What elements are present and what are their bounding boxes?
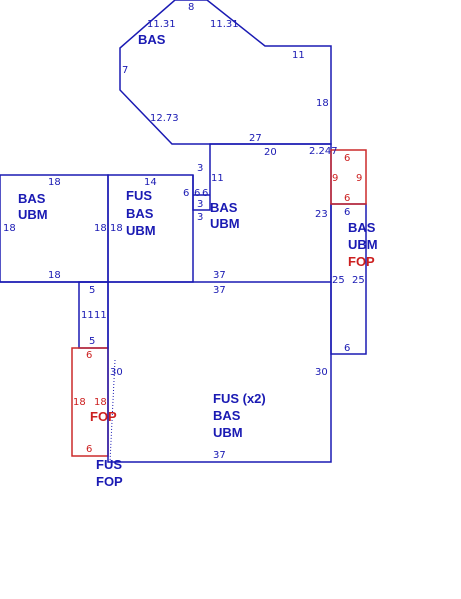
area-main-lower-line-3: UBM: [213, 425, 243, 440]
dashed-guide-line: [109, 359, 116, 463]
right-red-box-outline: [330, 149, 367, 205]
dim-label: 7: [122, 65, 128, 76]
main-lower-outline: [107, 282, 332, 463]
dim-label: 6: [344, 343, 350, 354]
dim-label: 18: [94, 223, 107, 234]
dim-label: 18: [316, 98, 329, 109]
area-bottom-left-line-2: FOP: [96, 474, 123, 489]
area-fus-middle-line-2: BAS: [126, 206, 154, 221]
dim-label: 9: [332, 173, 338, 184]
dim-label: 3: [197, 163, 203, 174]
dim-label: 18: [3, 223, 16, 234]
dim-label: 20: [264, 147, 277, 158]
dim-label: 6: [344, 193, 350, 204]
sketch-outlines: [0, 0, 367, 463]
dim-label: 30: [315, 367, 328, 378]
area-right-strip-line-2: UBM: [348, 237, 378, 252]
area-main-lower-line-1: FUS (x2): [213, 391, 266, 406]
dim-label: 2.247: [309, 146, 338, 157]
area-fus-middle-line-1: FUS: [126, 188, 152, 203]
area-labels: BAS BAS UBM FUS BAS UBM BAS UBM BAS UBM …: [18, 32, 378, 489]
area-bottom-left-line-1: FUS: [96, 457, 122, 472]
dim-label: 11: [81, 310, 94, 321]
dim-label: 37: [213, 285, 226, 296]
area-main-lower-line-2: BAS: [213, 408, 241, 423]
dim-label: 6: [202, 188, 208, 199]
dim-label: 18: [48, 270, 61, 281]
dim-label: 23: [315, 209, 328, 220]
dim-label: 12.73: [150, 113, 179, 124]
dim-label: 25: [332, 275, 345, 286]
dim-label: 9: [356, 173, 362, 184]
area-fus-middle-line-3: UBM: [126, 223, 156, 238]
dim-label: 11: [211, 173, 224, 184]
dim-label: 30: [110, 367, 123, 378]
dim-label: 18: [94, 397, 107, 408]
dim-label: 6: [344, 153, 350, 164]
dim-label: 6: [86, 350, 92, 361]
dim-label: 27: [249, 133, 262, 144]
dimension-labels: 8 11.31 11.31 11 7 18 12.73 27 20 2.247 …: [3, 2, 365, 461]
dim-label: 3: [197, 212, 203, 223]
dim-label: 37: [213, 450, 226, 461]
dim-label: 11.31: [147, 19, 176, 30]
dim-label: 5: [89, 336, 95, 347]
area-left-square-line-1: BAS: [18, 191, 46, 206]
dim-label: 37: [213, 270, 226, 281]
dim-label: 11: [292, 50, 305, 61]
area-right-strip-line-3: FOP: [348, 254, 375, 269]
left-square-outline: [0, 174, 109, 283]
dim-label: 8: [188, 2, 194, 13]
dim-label: 6: [183, 188, 189, 199]
area-upper-right-line-2: UBM: [210, 216, 240, 231]
area-right-strip-line-1: BAS: [348, 220, 376, 235]
dim-label: 18: [73, 397, 86, 408]
area-left-square-line-2: UBM: [18, 207, 48, 222]
dim-label: 11: [94, 310, 107, 321]
dim-label: 6: [344, 207, 350, 218]
dim-label: 18: [48, 177, 61, 188]
dim-label: 25: [352, 275, 365, 286]
dim-label: 5: [89, 285, 95, 296]
dim-label: 3: [197, 199, 203, 210]
dim-label: 18: [110, 223, 123, 234]
dim-label: 6: [194, 188, 200, 199]
area-small-red-left-line-1: FOP: [90, 409, 117, 424]
area-upper-right-line-1: BAS: [210, 200, 238, 215]
area-top-octagon-line-1: BAS: [138, 32, 166, 47]
dim-label: 11.31: [210, 19, 239, 30]
dim-label: 14: [144, 177, 157, 188]
dim-label: 6: [86, 444, 92, 455]
